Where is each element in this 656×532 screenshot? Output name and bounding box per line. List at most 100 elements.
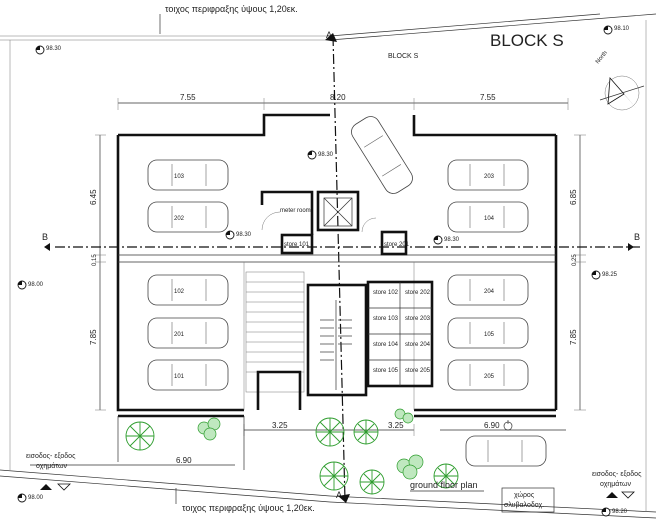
svg-text:98.30: 98.30 [236,232,252,238]
store-204: store 204 [405,342,431,348]
entry-arrow-icon [40,483,71,491]
svg-text:98.00: 98.00 [28,282,44,288]
svg-text:98.30: 98.30 [318,152,334,158]
parking-number: 101 [174,374,185,380]
level-marker: 98.30 [307,150,334,160]
svg-text:98.10: 98.10 [614,26,630,32]
block-title: BLOCK S [490,31,564,50]
parking-number: 204 [484,289,495,295]
parking-car [447,317,529,349]
parking-car [147,274,229,306]
svg-text:8.20: 8.20 [330,93,346,102]
entrance-left-line1: εισοδος- εξοδος [26,453,76,460]
pool-area-line2: σλυβαλοδοχ. [504,502,544,509]
pool-area-line1: χώρος [514,491,535,499]
level-marker: 98.30 [225,230,252,240]
svg-text:98.25: 98.25 [602,272,618,278]
svg-text:98.30: 98.30 [444,237,460,243]
svg-text:7.85: 7.85 [569,329,578,345]
svg-text:6.85: 6.85 [569,189,578,205]
store-202: store 202 [405,290,431,296]
tree-icon [433,463,459,489]
store-103: store 103 [373,316,399,322]
svg-text:98.00: 98.00 [28,495,44,501]
staircase [245,271,368,410]
parking-car [465,435,547,467]
parking-car [147,317,229,349]
level-marker: 98.20 [601,507,628,517]
store-203: store 203 [405,316,431,322]
entrance-left-line2: οχημάτων [36,462,67,470]
storage-cells [366,280,434,388]
meter-room-label: meter room [280,208,311,214]
site-boundary [0,13,656,519]
svg-text:98.30: 98.30 [46,46,62,52]
dimension-line-bottom: 3.25 3.25 6.90 6.90 [30,421,566,466]
parking-car [447,274,529,306]
shrub-icon [396,454,424,480]
level-marker: 98.30 [433,235,460,245]
shrub-icon [197,417,221,441]
fence-label-top: τοιχος περιφραξης ύψους 1,20εκ. [165,4,298,14]
tree-icon [359,469,385,495]
level-marker: 98.00 [17,493,44,503]
entrance-right-line2: οχημάτων [600,480,631,488]
store-104: store 104 [373,342,399,348]
section-axis-a [332,35,346,501]
parking-number: 202 [174,216,185,222]
parking-car [447,159,529,191]
drawing-title: ground floor plan [410,480,478,490]
parking-number: 203 [484,174,495,180]
parking-car [351,116,413,194]
parking-number: 201 [174,332,185,338]
svg-text:0.25: 0.25 [572,254,578,266]
north-arrow-icon [599,75,645,111]
shrub-icon [394,408,414,424]
entry-arrow-icon [606,491,635,499]
store-105: store 105 [373,368,399,374]
parking-car [147,201,229,233]
entrance-right-line1: εισοδος- εξοδος [592,471,642,478]
svg-text:6.90: 6.90 [484,421,500,430]
store-205: store 205 [405,368,431,374]
level-marker: 98.25 [591,270,618,280]
dimension-line-top: 7.55 8.20 7.55 [117,93,569,110]
level-marker: 98.00 [17,280,44,290]
parking-number: 105 [484,332,495,338]
parking-number: 205 [484,374,495,380]
parking-car [447,359,529,391]
svg-text:7.55: 7.55 [180,93,196,102]
section-label-b-right: B [634,232,640,242]
parking-car [147,159,229,191]
svg-text:6.45: 6.45 [89,189,98,205]
parking-number: 103 [174,174,185,180]
dimension-line-right: 6.85 0.25 7.85 [569,134,586,411]
tree-icon [353,419,379,445]
building-walls [116,113,558,412]
svg-text:6.90: 6.90 [176,456,192,465]
svg-text:7.55: 7.55 [480,93,496,102]
svg-text:98.20: 98.20 [612,509,628,515]
parking-car [447,201,529,233]
dimension-line-left: 6.45 0.15 7.85 [89,134,106,411]
svg-text:7.85: 7.85 [89,329,98,345]
tree-icon [315,417,345,447]
tree-icon [125,421,155,451]
store-102: store 102 [373,290,399,296]
store-101-label: store 101 [284,242,310,248]
fence-label-bottom: τοιχος περιφραξης ύψους 1,20εκ. [182,503,315,513]
block-label: BLOCK S [388,53,419,60]
tree-icon [319,461,349,491]
svg-text:3.25: 3.25 [272,421,288,430]
level-marker: 98.10 [603,25,630,35]
section-label-a-bottom: A [336,490,342,500]
store-201-label: store 201 [384,242,410,248]
wheelchair-icon [503,420,513,431]
pool-area-box [501,487,555,513]
north-label: North [595,50,609,65]
section-label-b-left: B [42,232,48,242]
section-label-a-top: A [326,30,332,40]
parking-car [147,359,229,391]
svg-text:0.15: 0.15 [92,254,98,266]
